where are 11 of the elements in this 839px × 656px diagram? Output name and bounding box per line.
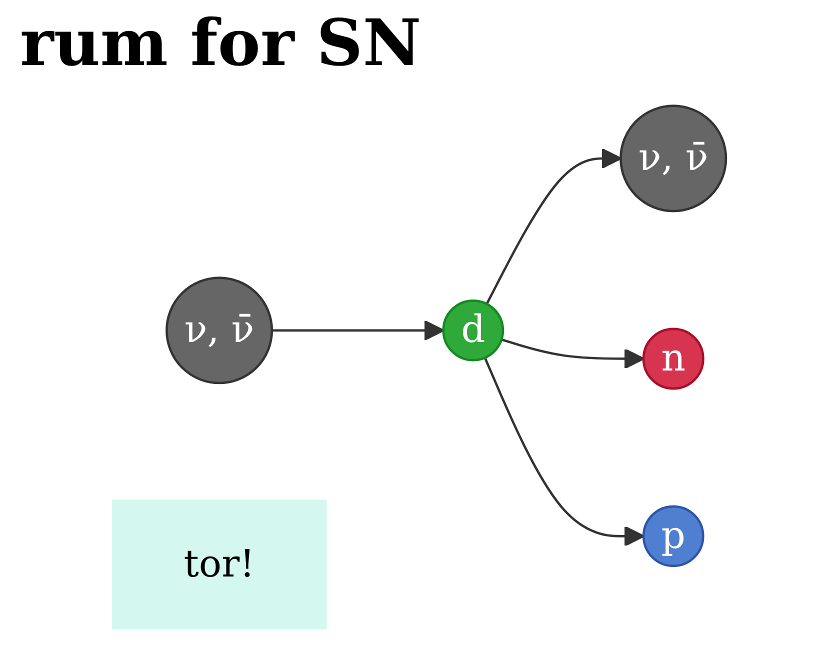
node-box: tor! bbox=[112, 500, 327, 630]
title: rum for SN bbox=[20, 6, 422, 81]
node-circle: ν, ν̄ bbox=[620, 104, 728, 212]
arrow bbox=[501, 338, 644, 370]
node-circle: ν, ν̄ bbox=[166, 276, 274, 384]
arrow bbox=[486, 148, 622, 304]
node-circle: d bbox=[442, 299, 504, 362]
node-circle: n bbox=[642, 328, 704, 390]
arrow bbox=[272, 320, 444, 341]
node-circle: p bbox=[642, 505, 704, 568]
arrow bbox=[484, 357, 645, 547]
